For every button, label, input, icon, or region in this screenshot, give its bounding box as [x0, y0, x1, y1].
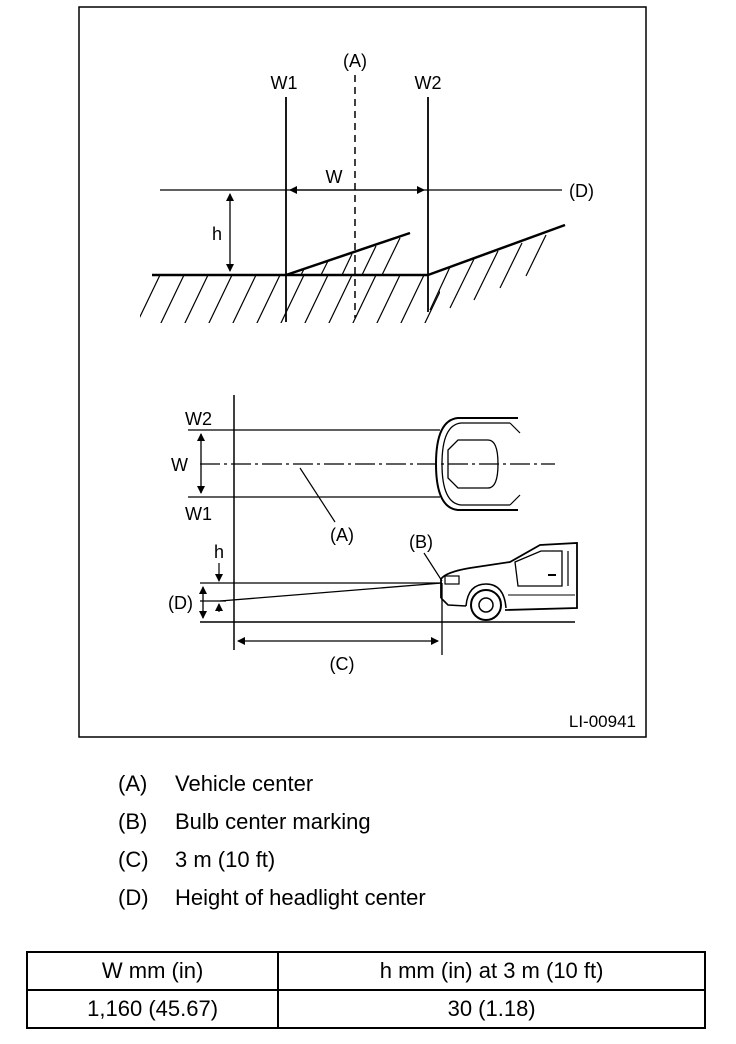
label-d-top: (D): [569, 181, 594, 201]
headlight-aiming-diagram: (A) W1 W2 W (D) h W2 W W1 (A): [78, 6, 647, 738]
table-header-h: h mm (in) at 3 m (10 ft): [277, 951, 706, 991]
legend-key: (A): [118, 771, 148, 796]
table-header-w: W mm (in): [25, 951, 280, 991]
label-d-side: (D): [168, 593, 193, 613]
label-a-top: (A): [343, 51, 367, 71]
label-w-plan: W: [171, 455, 188, 475]
label-w1-plan: W1: [185, 504, 212, 524]
table-cell-h: 30 (1.18): [277, 989, 706, 1029]
figure-id: LI-00941: [569, 712, 636, 731]
beam-pattern-view: [140, 75, 566, 323]
table-cell-w: 1,160 (45.67): [25, 989, 280, 1029]
plan-view: [188, 395, 555, 650]
label-w-top: W: [326, 167, 343, 187]
legend-item: (D) Height of headlight center: [118, 879, 426, 917]
label-w1-top: W1: [271, 73, 298, 93]
figure-frame: [78, 6, 647, 738]
legend-text: Height of headlight center: [175, 885, 426, 910]
legend-item: (C) 3 m (10 ft): [118, 841, 426, 879]
legend-item: (A) Vehicle center: [118, 765, 426, 803]
label-h-top: h: [212, 224, 222, 244]
label-b-side: (B): [409, 532, 433, 552]
label-a-plan: (A): [330, 525, 354, 545]
table-row: 1,160 (45.67) 30 (1.18): [25, 989, 706, 1029]
label-w2-plan: W2: [185, 409, 212, 429]
label-h-side: h: [214, 542, 224, 562]
table-header-row: W mm (in) h mm (in) at 3 m (10 ft): [25, 951, 706, 991]
legend-item: (B) Bulb center marking: [118, 803, 426, 841]
legend: (A) Vehicle center (B) Bulb center marki…: [118, 765, 426, 917]
legend-key: (B): [118, 809, 148, 834]
label-c-side: (C): [330, 654, 355, 674]
legend-text: Bulb center marking: [175, 809, 371, 834]
spec-table: W mm (in) h mm (in) at 3 m (10 ft) 1,160…: [25, 951, 706, 1029]
side-view: [199, 542, 578, 655]
legend-key: (D): [118, 885, 149, 910]
legend-text: Vehicle center: [175, 771, 314, 796]
legend-key: (C): [118, 847, 149, 872]
label-w2-top: W2: [415, 73, 442, 93]
legend-text: 3 m (10 ft): [175, 847, 276, 872]
